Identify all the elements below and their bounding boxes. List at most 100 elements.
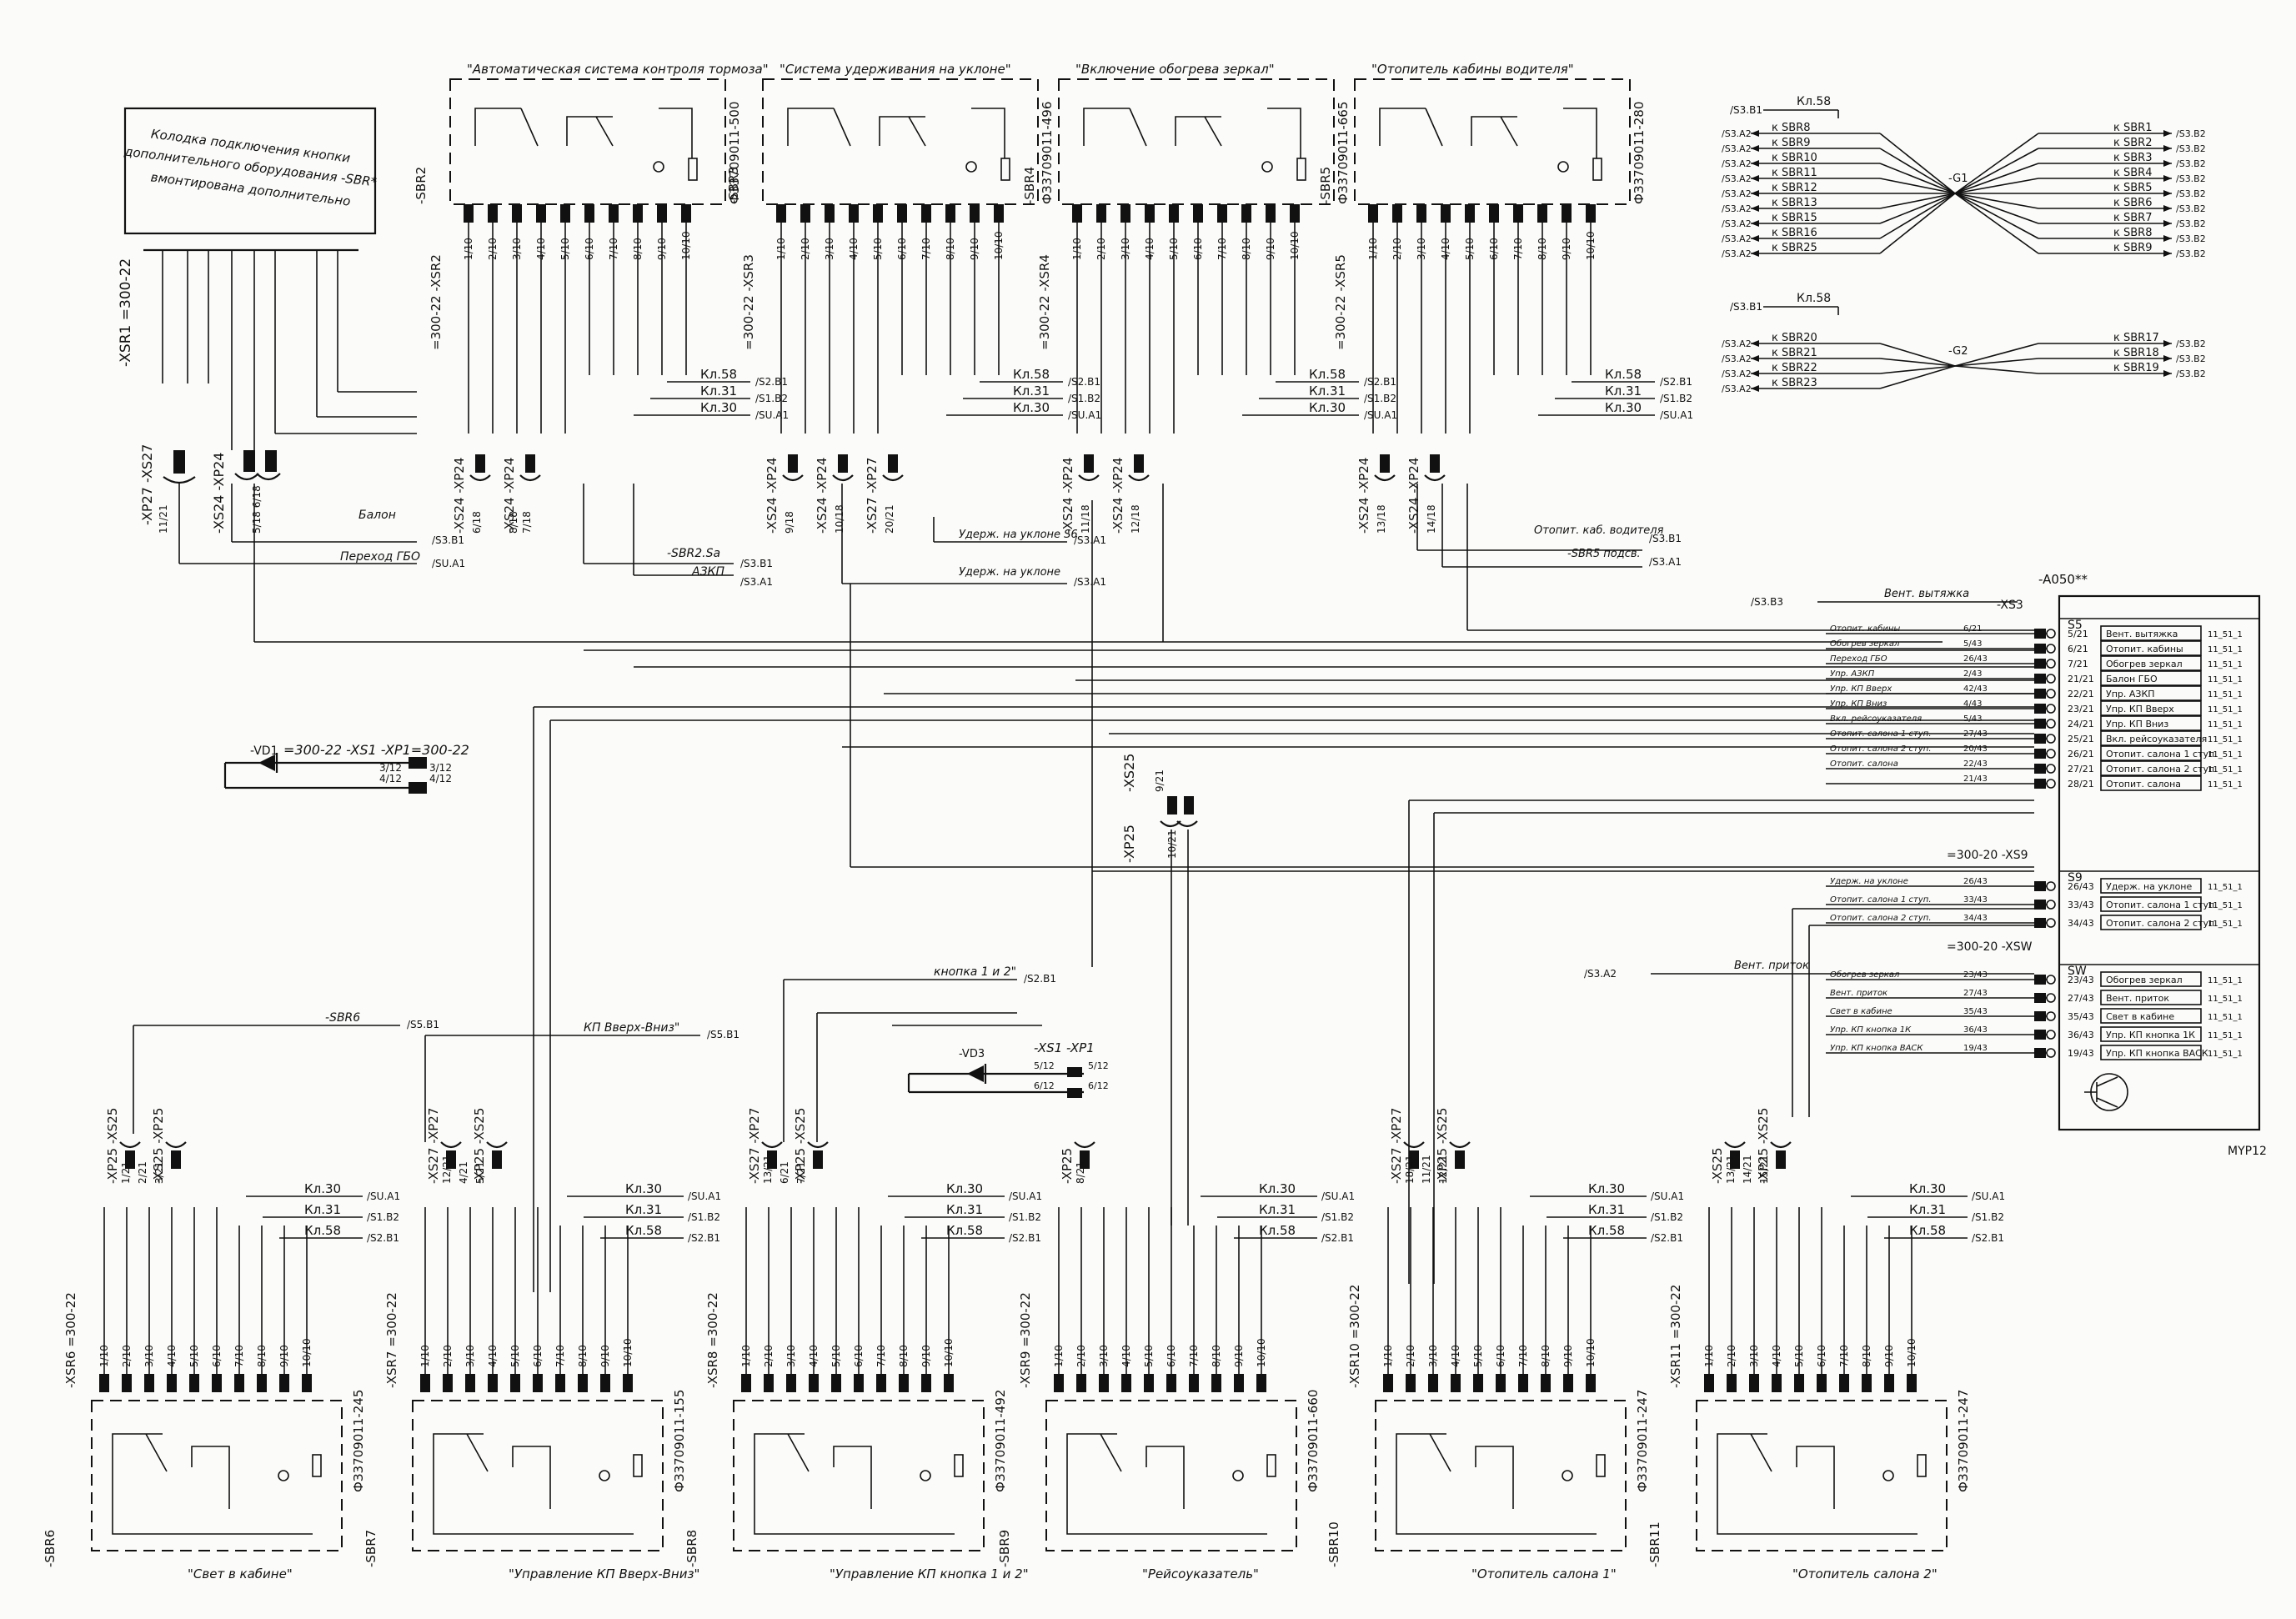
panel-title: "Включение обогрева зеркал" bbox=[1075, 62, 1275, 77]
arrow-head bbox=[1751, 190, 1759, 197]
panel-caption: "Управление КП Вверх-Вниз" bbox=[509, 1566, 699, 1581]
supply-label: Кл.30 bbox=[1588, 1181, 1625, 1196]
supply-label: Кл.31 bbox=[625, 1202, 662, 1217]
a050-func: Отопит. салона 1 ступ. bbox=[2106, 900, 2218, 910]
a050-section-label: S5 bbox=[2068, 619, 2083, 632]
xs-pin: 4/21 bbox=[458, 1161, 469, 1184]
circuit-line bbox=[1563, 108, 1597, 158]
harness-left-ref: /S3.A2 bbox=[1722, 158, 1752, 169]
connector-socket bbox=[1403, 1141, 1425, 1149]
arrow-head bbox=[2163, 250, 2172, 257]
xs25-mid-connector: -XS25 -XP25 9/21 10/21 bbox=[1121, 754, 1198, 1226]
a050-func-cell bbox=[2100, 655, 2202, 671]
a050-pin-socket bbox=[2046, 1011, 2056, 1021]
harness-name: -G1 bbox=[1948, 173, 1968, 185]
a050-wire-label: Удерж. на уклоне bbox=[1830, 877, 1908, 886]
panel-enclosure bbox=[449, 78, 726, 205]
panel-ref: -SBR4 bbox=[1022, 167, 1037, 204]
terminal-pin bbox=[1749, 1374, 1759, 1392]
xs-label: -XS24 -XP24 bbox=[502, 458, 517, 534]
terminal-pin bbox=[1884, 1374, 1894, 1392]
signal-uklon-s6: Удерж. на уклоне S6 bbox=[959, 529, 1078, 541]
a050-func: Упр. КП кнопка ВАСК bbox=[2106, 1048, 2208, 1059]
panel-part-number: ФЗ3709011-245 bbox=[351, 1390, 366, 1492]
a050-code: 11_51_1 bbox=[2208, 690, 2243, 699]
a050-wire-label: Отопит. салона bbox=[1830, 759, 1898, 769]
switch-contact bbox=[754, 1433, 810, 1472]
connector-pin bbox=[1430, 454, 1440, 473]
harness-fan bbox=[1954, 193, 2039, 209]
panel-caption: "Управление КП кнопка 1 и 2" bbox=[830, 1566, 1029, 1581]
xp27-pin: 11/21 bbox=[158, 504, 169, 534]
supply-ref: /S2.B1 bbox=[367, 1232, 399, 1244]
connector-pin bbox=[1730, 1150, 1740, 1169]
harness-right-label: к SBR19 bbox=[2113, 362, 2159, 374]
terminal-pin bbox=[944, 1374, 954, 1392]
xs-pin: 7/18 bbox=[521, 511, 533, 534]
connector-pin bbox=[767, 1150, 777, 1169]
harness-right-label: к SBR7 bbox=[2113, 212, 2152, 224]
switch-contact bbox=[566, 116, 614, 147]
a050-code: 11_51_1 bbox=[2208, 920, 2243, 929]
a050-pin-block bbox=[2034, 644, 2046, 654]
a050-pin-block bbox=[2034, 881, 2046, 891]
harness-fan bbox=[1879, 343, 1956, 367]
a050-pin: 33/43 bbox=[1963, 895, 1988, 905]
a050-pin: 19/43 bbox=[1963, 1044, 1988, 1053]
terminal-pin bbox=[623, 1374, 633, 1392]
xs1-lower-pin-c: 6/12 bbox=[1034, 1080, 1055, 1091]
arrow-head bbox=[2163, 220, 2172, 227]
terminal-pin bbox=[1368, 204, 1378, 223]
supply-ref: /S2.B1 bbox=[1651, 1232, 1683, 1244]
xs-pin: 2/21 bbox=[137, 1161, 148, 1184]
xs-pin: 13/18 bbox=[1376, 504, 1387, 534]
panel-ref: -SBR11 bbox=[1647, 1521, 1662, 1567]
connector-pin bbox=[788, 454, 798, 473]
a050-code: 11_51_1 bbox=[2208, 995, 2243, 1004]
terminal-pin bbox=[1862, 1374, 1872, 1392]
supply-label: Кл.58 bbox=[625, 1223, 662, 1238]
connector-socket bbox=[782, 474, 804, 482]
circuit-line bbox=[659, 108, 693, 158]
terminal-pin bbox=[899, 1374, 909, 1392]
a050-pin-block bbox=[2034, 689, 2046, 699]
supply-label: Кл.31 bbox=[700, 383, 737, 398]
xs-label: -XS27 -XP27 bbox=[747, 1108, 762, 1184]
a050-func-cell bbox=[2100, 971, 2202, 987]
connector-pin bbox=[446, 1150, 456, 1169]
mid-signals: кнопка 1 и 2" /S2.B1 -SBR6 /S5.B1 КП Вве… bbox=[133, 965, 1056, 1142]
resistor bbox=[633, 1454, 643, 1477]
connector-socket bbox=[1128, 474, 1150, 482]
indicator-lamp bbox=[920, 1470, 931, 1481]
xs25-mid-label: -XS25 bbox=[1121, 754, 1137, 792]
panel-connector-label: -XSR9 =300-22 bbox=[1018, 1292, 1033, 1388]
a050-wire-label: Вкл. рейсоуказателя bbox=[1830, 714, 1922, 724]
panel-caption: "Отопитель салона 2" bbox=[1792, 1566, 1938, 1581]
terminal-pin bbox=[1586, 204, 1596, 223]
a050-func-cell bbox=[2100, 715, 2202, 731]
arrow-head bbox=[2163, 205, 2172, 212]
arrow-head bbox=[2163, 130, 2172, 137]
arrow-head bbox=[2163, 355, 2172, 362]
terminal-pin bbox=[1054, 1374, 1064, 1392]
supply-label: Кл.58 bbox=[1909, 1223, 1946, 1238]
panel-enclosure bbox=[1375, 1400, 1627, 1551]
a050-code: 11_51_1 bbox=[2208, 660, 2243, 669]
bus-lines bbox=[533, 484, 2034, 1292]
xs-pin: 13/21 bbox=[762, 1155, 774, 1184]
harness-left-ref: /S3.A2 bbox=[1722, 233, 1752, 244]
harness-fan bbox=[1879, 193, 1956, 254]
terminal-pin bbox=[1416, 204, 1426, 223]
harness-left-ref: /S3.A2 bbox=[1722, 173, 1752, 184]
panel-part-number: ФЗ3709011-247 bbox=[1635, 1390, 1650, 1492]
xs-label: -XS24 -XP24 bbox=[452, 458, 467, 534]
signal-sbr5-dst: /S3.A1 bbox=[1649, 556, 1682, 568]
panel-caption: "Рейсоуказатель" bbox=[1142, 1566, 1259, 1581]
xs-pin: 6/21 bbox=[779, 1161, 790, 1184]
terminal-pin bbox=[1727, 1374, 1737, 1392]
a050-code: 11_51_1 bbox=[2208, 1050, 2243, 1059]
a050-pin: 4/43 bbox=[1963, 699, 1982, 709]
switch-contact bbox=[433, 1433, 489, 1472]
